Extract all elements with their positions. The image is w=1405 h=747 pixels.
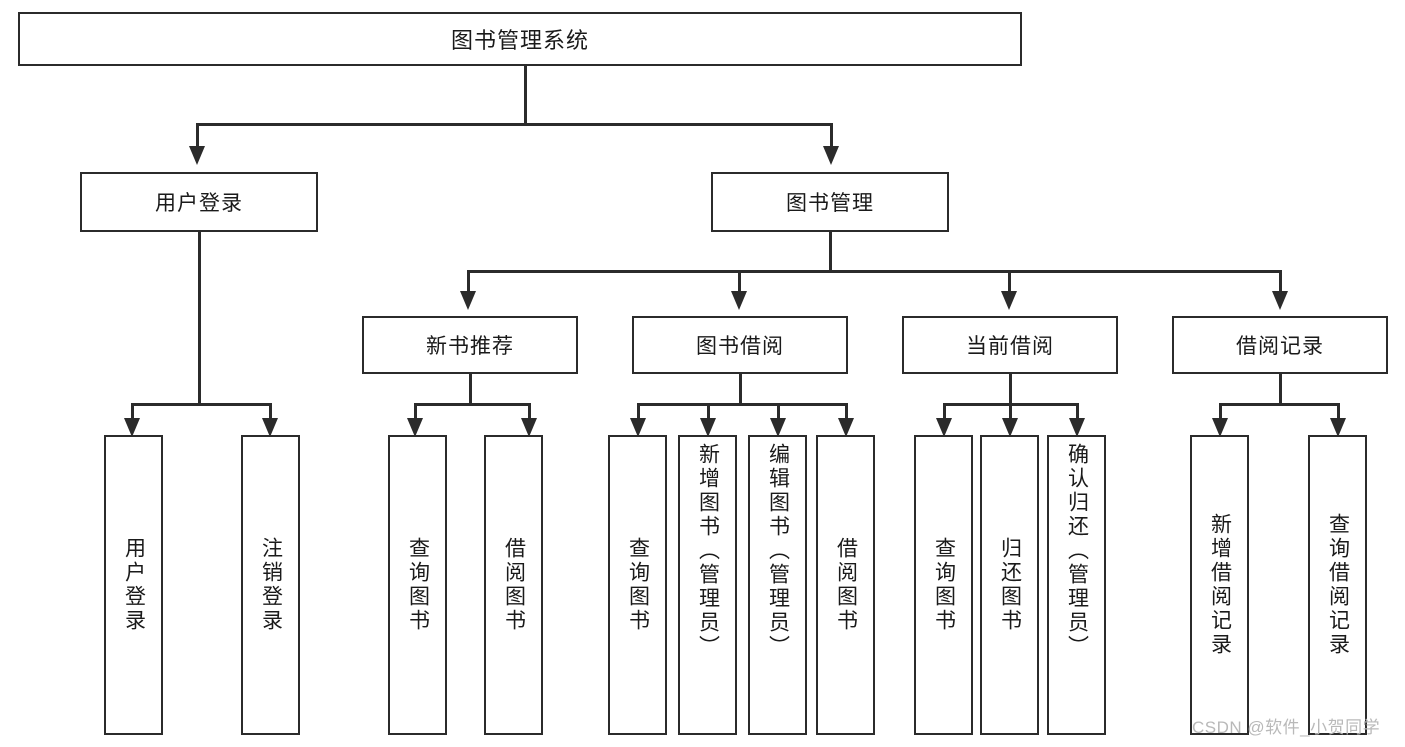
leaf-user-login-1[interactable]: 用户登录 xyxy=(104,435,163,735)
node-label: 图书管理系统 xyxy=(450,28,589,53)
arrowhead-book-borrow-leaf-3 xyxy=(770,418,786,437)
leaf-book-borrow-2[interactable]: 新增图书（管理员） xyxy=(678,435,737,735)
arrowhead-borrow-record-leaf-1 xyxy=(1212,418,1228,437)
connector-book-manage-to-l3-1 xyxy=(467,270,470,292)
connector-book-manage-to-l3-4 xyxy=(1279,270,1282,292)
node-label: 图书借阅 xyxy=(696,335,784,358)
connector-book-borrow-to-leaf-2 xyxy=(707,403,710,421)
connector-new-book-to-leaf-1 xyxy=(414,403,417,421)
leaf-label: 新增图书（管理员） xyxy=(696,443,720,659)
leaf-book-borrow-1[interactable]: 查询图书 xyxy=(608,435,667,735)
arrowhead-borrow-record-leaf-2 xyxy=(1330,418,1346,437)
arrowhead-user-login-leaf-1 xyxy=(124,418,140,437)
connector-root-to-user-login xyxy=(196,123,199,147)
leaf-label: 归还图书 xyxy=(998,537,1022,633)
arrowhead-book-borrow-leaf-2 xyxy=(700,418,716,437)
connector-borrow-record-to-leaf-2 xyxy=(1337,403,1340,421)
connector-book-manage-bus xyxy=(467,270,1281,273)
node-root-system[interactable]: 图书管理系统 xyxy=(18,12,1022,66)
arrowhead-l3-1 xyxy=(460,291,476,310)
connector-user-login-to-leaf-1 xyxy=(131,403,134,421)
connector-new-book-bus xyxy=(414,403,530,406)
arrowhead-root-to-book-manage xyxy=(823,146,839,165)
arrowhead-current-borrow-leaf-1 xyxy=(936,418,952,437)
leaf-label: 借阅图书 xyxy=(834,537,858,633)
node-label: 用户登录 xyxy=(155,192,243,215)
leaf-label: 查询图书 xyxy=(932,537,956,633)
arrowhead-l3-2 xyxy=(731,291,747,310)
arrowhead-new-book-leaf-1 xyxy=(407,418,423,437)
leaf-user-login-2[interactable]: 注销登录 xyxy=(241,435,300,735)
connector-current-borrow-to-leaf-2 xyxy=(1009,403,1012,421)
connector-current-borrow-to-leaf-1 xyxy=(943,403,946,421)
node-book-manage[interactable]: 图书管理 xyxy=(711,172,949,232)
connector-current-borrow-to-leaf-3 xyxy=(1076,403,1079,421)
connector-current-borrow-stem xyxy=(1009,374,1012,405)
connector-root-stem xyxy=(524,66,527,124)
arrowhead-root-to-user-login xyxy=(189,146,205,165)
connector-user-login-stem xyxy=(198,232,201,405)
leaf-label: 新增借阅记录 xyxy=(1208,513,1232,657)
node-label: 借阅记录 xyxy=(1236,335,1324,358)
connector-book-borrow-bus xyxy=(637,403,845,406)
node-borrow-record[interactable]: 借阅记录 xyxy=(1172,316,1388,374)
leaf-book-borrow-4[interactable]: 借阅图书 xyxy=(816,435,875,735)
node-label: 当前借阅 xyxy=(966,335,1054,358)
leaf-label: 用户登录 xyxy=(122,537,146,633)
leaf-current-borrow-2[interactable]: 归还图书 xyxy=(980,435,1039,735)
arrowhead-current-borrow-leaf-2 xyxy=(1002,418,1018,437)
leaf-label: 查询借阅记录 xyxy=(1326,513,1350,657)
leaf-label: 借阅图书 xyxy=(502,537,526,633)
arrowhead-l3-3 xyxy=(1001,291,1017,310)
connector-new-book-to-leaf-2 xyxy=(528,403,531,421)
arrowhead-l3-4 xyxy=(1272,291,1288,310)
connector-borrow-record-to-leaf-1 xyxy=(1219,403,1222,421)
leaf-book-borrow-3[interactable]: 编辑图书（管理员） xyxy=(748,435,807,735)
node-book-borrow[interactable]: 图书借阅 xyxy=(632,316,848,374)
leaf-borrow-record-2[interactable]: 查询借阅记录 xyxy=(1308,435,1367,735)
node-new-book-recommend[interactable]: 新书推荐 xyxy=(362,316,578,374)
leaf-new-book-1[interactable]: 查询图书 xyxy=(388,435,447,735)
connector-new-book-stem xyxy=(469,374,472,405)
leaf-new-book-2[interactable]: 借阅图书 xyxy=(484,435,543,735)
connector-book-borrow-to-leaf-3 xyxy=(777,403,780,421)
connector-root-bus xyxy=(196,123,832,126)
connector-user-login-bus xyxy=(131,403,271,406)
connector-borrow-record-bus xyxy=(1219,403,1339,406)
leaf-label: 注销登录 xyxy=(259,537,283,633)
arrowhead-user-login-leaf-2 xyxy=(262,418,278,437)
connector-root-to-book-manage xyxy=(830,123,833,147)
leaf-label: 确认归还（管理员） xyxy=(1065,443,1089,659)
connector-book-borrow-to-leaf-1 xyxy=(637,403,640,421)
arrowhead-book-borrow-leaf-1 xyxy=(630,418,646,437)
node-current-borrow[interactable]: 当前借阅 xyxy=(902,316,1118,374)
connector-book-manage-to-l3-3 xyxy=(1008,270,1011,292)
connector-book-manage-stem xyxy=(829,232,832,272)
arrowhead-book-borrow-leaf-4 xyxy=(838,418,854,437)
node-label: 新书推荐 xyxy=(426,335,514,358)
connector-book-borrow-to-leaf-4 xyxy=(845,403,848,421)
leaf-label: 编辑图书（管理员） xyxy=(766,443,790,659)
connector-book-manage-to-l3-2 xyxy=(738,270,741,292)
connector-user-login-to-leaf-2 xyxy=(269,403,272,421)
leaf-label: 查询图书 xyxy=(626,537,650,633)
watermark-text: CSDN @软件_小贺同学 xyxy=(1192,718,1381,737)
node-user-login[interactable]: 用户登录 xyxy=(80,172,318,232)
arrowhead-new-book-leaf-2 xyxy=(521,418,537,437)
leaf-label: 查询图书 xyxy=(406,537,430,633)
connector-book-borrow-stem xyxy=(739,374,742,405)
leaf-current-borrow-3[interactable]: 确认归还（管理员） xyxy=(1047,435,1106,735)
arrowhead-current-borrow-leaf-3 xyxy=(1069,418,1085,437)
connector-borrow-record-stem xyxy=(1279,374,1282,405)
leaf-borrow-record-1[interactable]: 新增借阅记录 xyxy=(1190,435,1249,735)
leaf-current-borrow-1[interactable]: 查询图书 xyxy=(914,435,973,735)
node-label: 图书管理 xyxy=(786,192,874,215)
